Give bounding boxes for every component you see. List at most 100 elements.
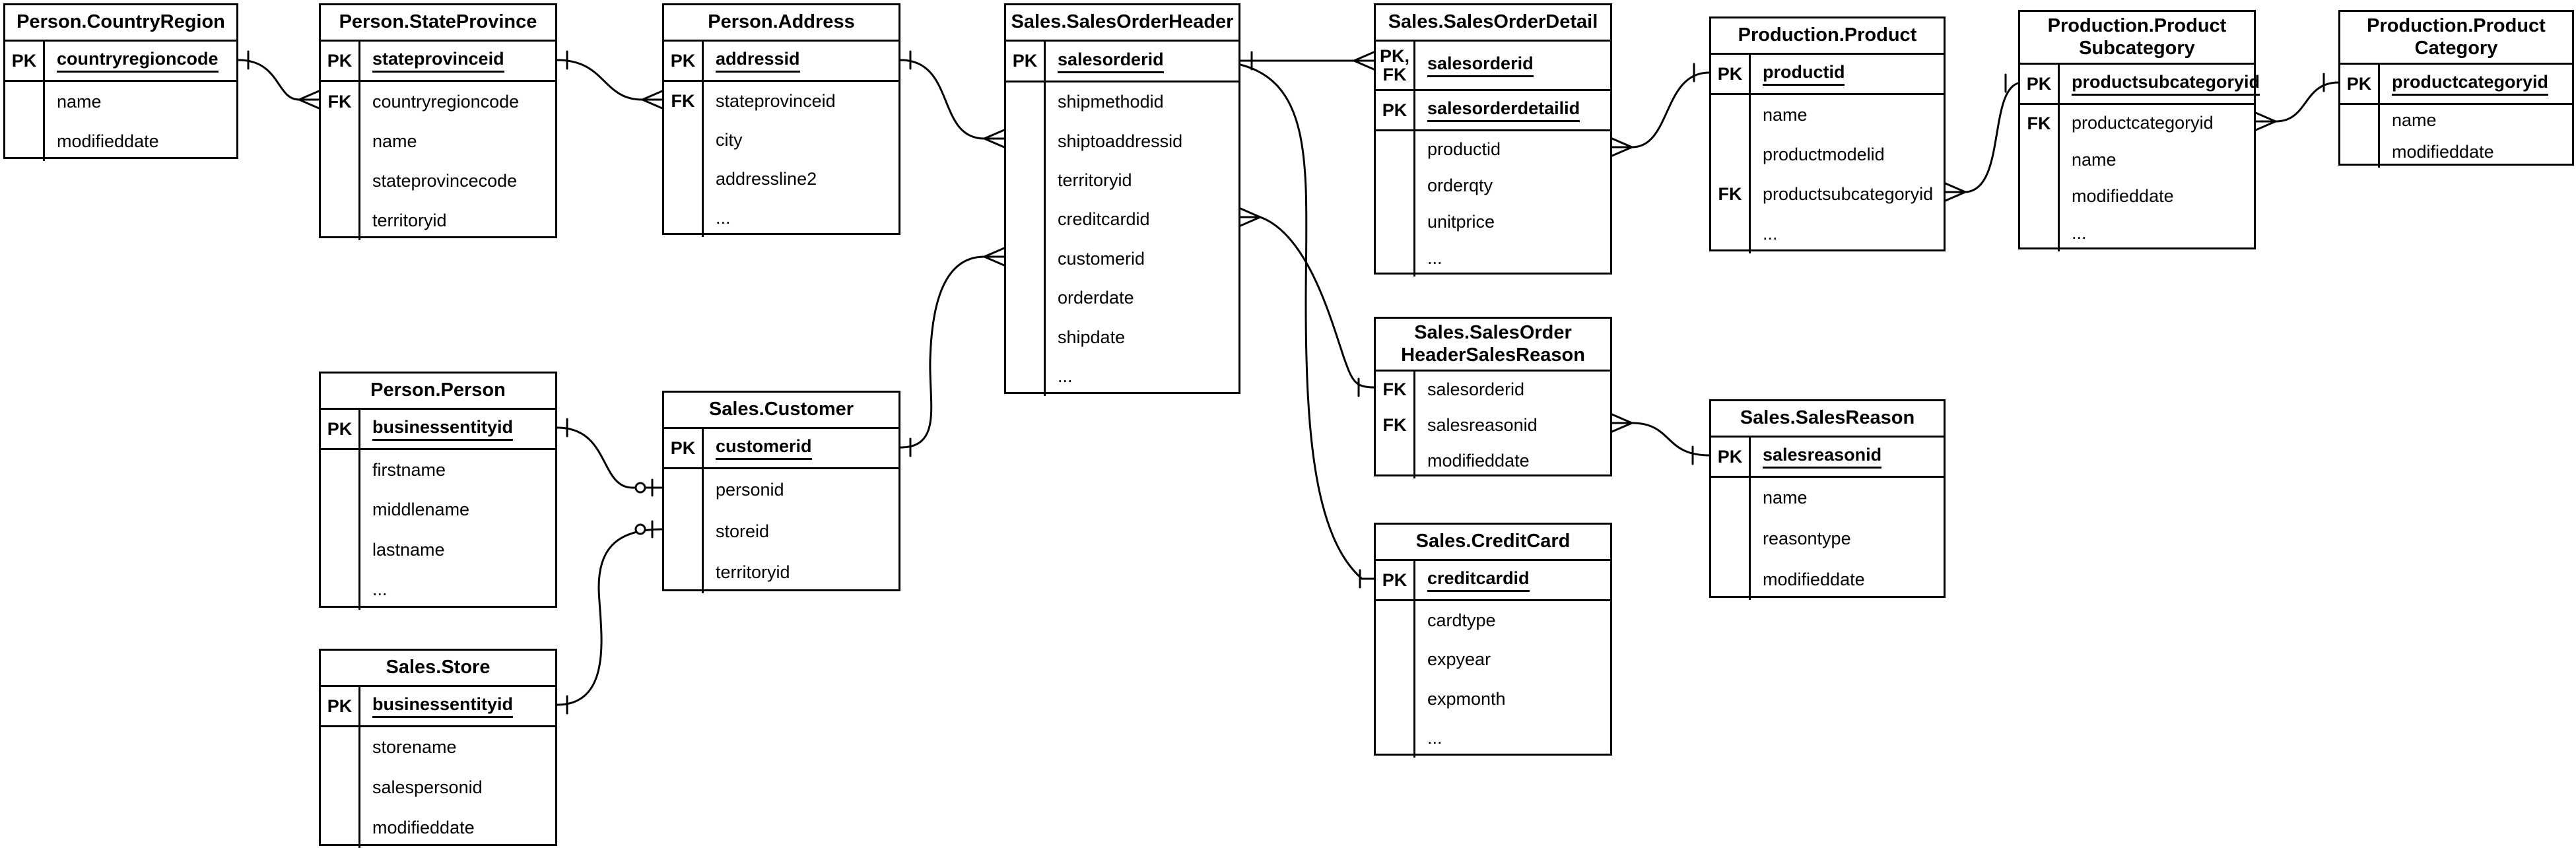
key-cell: PK	[321, 42, 360, 80]
key-cell: PK	[1711, 55, 1751, 93]
key-cell	[1006, 317, 1046, 357]
key-cell: PK	[5, 42, 45, 80]
connector-salesorderheader-creditcard	[1239, 63, 1375, 589]
table-row: name	[321, 121, 555, 161]
field-cell: productid	[1415, 131, 1610, 168]
table-row: ...	[1711, 214, 1944, 253]
field-cell: name	[360, 121, 555, 161]
field-name: modifieddate	[372, 818, 475, 837]
key-cell	[2340, 105, 2380, 137]
table-title: Person.Person	[321, 374, 555, 410]
table-row: customerid	[1006, 239, 1238, 278]
table-row: expyear	[1376, 640, 1610, 680]
key-cell	[321, 530, 360, 570]
table-row: orderdate	[1006, 278, 1238, 318]
connector-salesorderheader-salesorderdetail	[1239, 51, 1375, 71]
connector-store-customer	[556, 520, 663, 715]
field-name: customerid	[1058, 248, 1145, 269]
key-cell	[664, 510, 704, 552]
table-row: ...	[2020, 214, 2254, 251]
field-cell: lastname	[360, 530, 555, 570]
field-cell: name	[1751, 478, 1944, 519]
field-name: orderqty	[1427, 176, 1493, 195]
field-name: name	[372, 131, 417, 151]
field-name: orderdate	[1058, 288, 1134, 308]
key-cell	[664, 121, 704, 160]
table-row: modifieddate	[1711, 559, 1944, 600]
field-name-primary-key: salesorderdetailid	[1427, 98, 1580, 122]
field-cell: ...	[1751, 214, 1944, 253]
field-cell: salespersonid	[360, 767, 555, 808]
field-name: modifieddate	[2072, 186, 2174, 207]
field-cell: ...	[704, 199, 898, 237]
field-cell: salesreasonid	[1415, 407, 1610, 443]
field-name: modifieddate	[1427, 450, 1530, 471]
many-crowfoot-icon	[2254, 112, 2277, 131]
field-name: ...	[1427, 248, 1442, 268]
table-row: territoryid	[1006, 160, 1238, 201]
key-cell	[1006, 278, 1046, 318]
field-name: ...	[1058, 366, 1073, 386]
field-cell: stateprovinceid	[704, 82, 898, 121]
key-cell	[664, 160, 704, 199]
connector-address-salesorderheader	[899, 50, 1005, 148]
field-name: territoryid	[372, 210, 447, 230]
field-cell: salesreasonid	[1751, 438, 1944, 476]
field-name: firstname	[372, 459, 446, 480]
table-row: territoryid	[664, 552, 898, 593]
many-crowfoot-icon	[1611, 413, 1633, 433]
key-cell: PK	[321, 410, 360, 448]
field-name: cardtype	[1427, 610, 1496, 631]
field-name-primary-key: businessentityid	[372, 417, 514, 441]
field-cell: name	[1751, 95, 1944, 135]
field-name: addressline2	[716, 169, 817, 189]
connector-productsubcategory-productcategory	[2254, 73, 2340, 131]
key-cell	[2020, 214, 2060, 251]
key-cell	[5, 121, 45, 161]
table-row: name	[1711, 478, 1944, 519]
field-cell: cardtype	[1415, 601, 1610, 640]
key-cell	[1711, 478, 1751, 519]
field-name: shipmethodid	[1058, 92, 1164, 112]
table-row: PK businessentityid	[321, 410, 555, 450]
key-cell	[1376, 443, 1415, 478]
field-name-primary-key: creditcardid	[1427, 568, 1530, 592]
field-name: storeid	[716, 521, 770, 541]
field-name: expmonth	[1427, 688, 1506, 709]
field-name: territoryid	[1058, 170, 1132, 190]
field-cell: salesorderid	[1415, 42, 1610, 89]
key-cell	[1376, 204, 1415, 240]
table-row: ...	[1006, 356, 1238, 396]
table-row: modifieddate	[5, 121, 236, 161]
table-title: Person.Address	[664, 5, 898, 42]
table-row: middlename	[321, 490, 555, 531]
key-cell	[1711, 518, 1751, 560]
key-cell	[1376, 718, 1415, 758]
key-cell	[1006, 356, 1046, 396]
table-row: modifieddate	[1376, 443, 1610, 478]
field-cell: salesorderid	[1415, 372, 1610, 407]
connector-person-customer	[556, 418, 663, 497]
many-crowfoot-icon	[641, 90, 663, 110]
field-cell: salesorderid	[1046, 42, 1238, 81]
key-cell	[321, 808, 360, 848]
field-cell: middlename	[360, 490, 555, 531]
connector-customer-salesorderheader	[899, 247, 1005, 457]
key-cell	[1006, 82, 1046, 122]
table-row: storeid	[664, 510, 898, 552]
field-cell: stateprovincecode	[360, 161, 555, 201]
table-row: shipdate	[1006, 317, 1238, 357]
field-name: name	[1763, 488, 1808, 508]
key-cell	[664, 469, 704, 511]
key-cell: FK	[1711, 174, 1751, 214]
